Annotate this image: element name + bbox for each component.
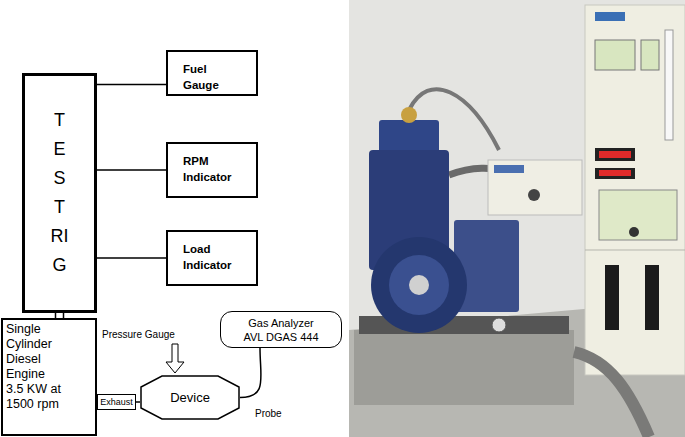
node-text: Gas Analyzer AVL DGAS 444 <box>241 316 321 344</box>
slot <box>645 265 659 330</box>
exhaust-box: Exhaust <box>97 394 136 410</box>
led-readout <box>599 151 631 158</box>
drain-pipe <box>574 352 649 437</box>
test-rig-box: TESTRIG <box>22 73 97 313</box>
connector-line <box>97 84 166 86</box>
node-text: Device <box>170 390 210 405</box>
injector-fitting <box>401 107 417 123</box>
node-text: Load Indicator <box>183 241 232 273</box>
edge-label: Probe <box>254 408 283 420</box>
flywheel <box>371 237 467 333</box>
lcd-panel <box>641 40 659 70</box>
wall <box>349 0 685 437</box>
connector-line <box>136 401 140 403</box>
gauge-box: Fuel Gauge <box>166 50 258 96</box>
knob <box>629 227 639 237</box>
shaft <box>409 275 429 295</box>
probe-line <box>240 348 261 398</box>
connector-line <box>97 257 166 259</box>
pressure-dial <box>492 318 506 332</box>
test-rig-photo <box>349 0 685 437</box>
display <box>595 168 635 179</box>
node-text: Single Cylinder Diesel Engine 3.5 KW at … <box>6 322 65 412</box>
indicator-box: Load Indicator <box>166 230 258 286</box>
panel-seam <box>585 250 685 251</box>
indicator-box: RPM Indicator <box>166 142 258 198</box>
concrete-base <box>354 330 574 405</box>
display <box>595 148 635 161</box>
slot <box>605 265 619 330</box>
control-box <box>488 160 582 215</box>
node-text: RPM Indicator <box>183 153 232 185</box>
node-text: Exhaust <box>100 397 133 407</box>
device-octagon: Device <box>140 375 240 420</box>
logo-plate <box>494 165 524 173</box>
knob <box>528 189 540 201</box>
logo-plate <box>595 12 625 21</box>
led-readout <box>599 170 631 176</box>
octagon-shape <box>141 376 239 419</box>
flywheel-hub <box>389 255 449 315</box>
node-text: TESTRIG <box>51 106 69 280</box>
panel-cabinet <box>585 5 685 375</box>
analyzer-box: Gas Analyzer AVL DGAS 444 <box>220 311 342 348</box>
cylinder-head <box>379 120 439 155</box>
lcd-panel <box>595 40 635 70</box>
pressure-gauge-arrow <box>166 344 184 373</box>
engine-box: Single Cylinder Diesel Engine 3.5 KW at … <box>1 318 97 436</box>
node-text: Fuel Gauge <box>183 61 219 93</box>
annotation-label: Pressure Gauge <box>101 329 176 341</box>
panel-chart <box>599 190 677 240</box>
connector-line <box>97 169 166 171</box>
rotameter <box>665 30 673 140</box>
